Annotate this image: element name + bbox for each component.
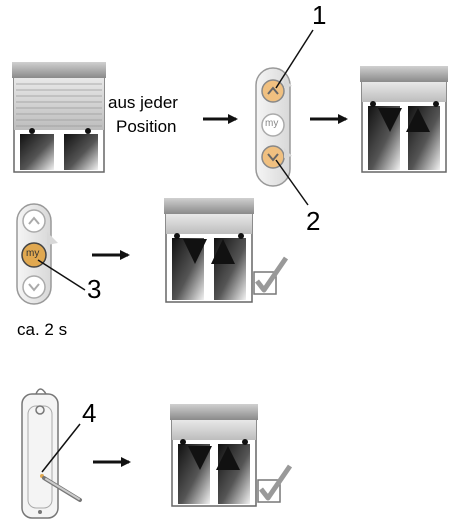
callout-number-2: 2 (306, 206, 321, 236)
triangle-down-icon (183, 239, 207, 264)
down-button[interactable] (261, 145, 285, 169)
chevron-up-icon (28, 216, 40, 225)
my-button-label: my (265, 118, 279, 129)
check-icon-2 (257, 464, 293, 503)
window-shutter-lowered (12, 62, 106, 173)
step1-label-line1: aus jeder (108, 93, 178, 112)
step1-label-line2: Position (116, 117, 177, 136)
remote-control-step2 (16, 203, 58, 305)
window-shutter-raised-2 (164, 198, 254, 303)
triangle-down-icon (188, 446, 212, 470)
window-shutter-raised-3 (170, 404, 258, 507)
triangle-up-icon (406, 108, 430, 132)
up-button[interactable] (261, 79, 285, 103)
callout-line-4 (41, 423, 81, 473)
triangle-down-icon (378, 108, 402, 132)
chevron-down-icon (267, 153, 279, 162)
callout-number-3: 3 (87, 274, 102, 304)
callout-line-1 (275, 29, 314, 89)
check-icon (253, 256, 289, 295)
callout-line-2 (275, 159, 309, 206)
callout-number-1: 1 (312, 0, 327, 30)
duration-label: ca. 2 s (17, 320, 68, 339)
down-button-2[interactable] (22, 275, 46, 299)
callout-line-3 (37, 259, 86, 291)
window-shutter-raised (360, 66, 448, 173)
remote-back-prog-button (21, 388, 82, 519)
up-button-2[interactable] (22, 209, 46, 233)
chevron-down-icon (28, 283, 40, 292)
my-button[interactable] (261, 113, 285, 137)
triangle-up-icon (211, 239, 235, 264)
chevron-up-icon (267, 86, 279, 95)
my-button-label-2: my (26, 248, 40, 259)
triangle-up-icon (216, 446, 240, 470)
remote-control-step1 (255, 67, 292, 187)
callout-number-4: 4 (82, 398, 97, 428)
